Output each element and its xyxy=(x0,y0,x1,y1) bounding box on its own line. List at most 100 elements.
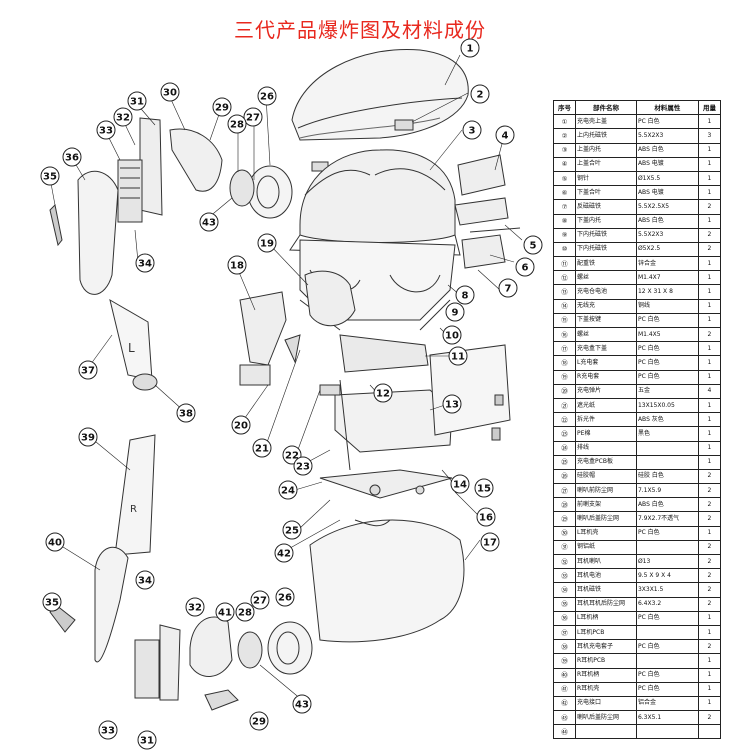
callout-25: 25 xyxy=(282,520,302,540)
bom-cell-qty: 1 xyxy=(697,440,722,456)
callout-circle xyxy=(42,592,62,612)
bom-cell-qty: 1 xyxy=(697,142,722,158)
bom-cell-material: ABS 电镀 xyxy=(635,156,699,172)
charge-sleeve-left-part xyxy=(239,291,287,366)
bom-cell-qty: 1 xyxy=(697,454,722,470)
callout-label: 34 xyxy=(138,259,152,270)
bom-cell-material: 锌合金 xyxy=(635,256,699,272)
charge-sleeve-right-part xyxy=(304,270,356,327)
callout-1: 1 xyxy=(460,38,480,58)
callout-circle xyxy=(498,278,518,298)
bom-cell-qty: 1 xyxy=(697,341,722,357)
bom-cell-index: ⑭ xyxy=(552,298,577,314)
callout-label: 8 xyxy=(462,291,469,302)
bom-cell-material: PC 白色 xyxy=(635,525,699,541)
bom-cell-qty: 1 xyxy=(697,681,722,697)
callout-circle xyxy=(450,474,470,494)
bom-cell-index: ㉛ xyxy=(552,539,577,556)
callout-label: 16 xyxy=(479,513,493,524)
battery-part xyxy=(334,389,453,453)
right-stem-mark: R xyxy=(130,504,137,515)
bom-cell-material xyxy=(635,724,699,740)
weight-part xyxy=(339,334,429,373)
bom-cell-material: 9.5 X 9 X 4 xyxy=(635,568,699,584)
callout-26: 26 xyxy=(257,86,277,106)
bom-cell-material xyxy=(635,653,699,669)
bom-cell-qty: 1 xyxy=(697,185,722,201)
callout-circle xyxy=(98,720,118,740)
bom-cell-index: ㊶ xyxy=(552,681,577,697)
callout-19: 19 xyxy=(257,233,277,253)
bom-cell-index: ㉘ xyxy=(552,497,577,513)
bom-cell-material: ABS 白色 xyxy=(635,497,699,513)
callout-label: 39 xyxy=(81,433,95,444)
bom-cell-material: M1.4X5 xyxy=(635,326,699,343)
callout-33: 33 xyxy=(96,120,116,140)
callout-label: 7 xyxy=(505,284,512,295)
top-lid-part xyxy=(291,48,469,141)
callout-label: 24 xyxy=(281,486,295,497)
bom-cell-part: 前喇支架 xyxy=(575,497,637,513)
callout-21: 21 xyxy=(252,438,272,458)
callout-label: 33 xyxy=(101,726,115,737)
bom-cell-index: ㉙ xyxy=(552,511,577,527)
bom-cell-part: L充电套 xyxy=(575,355,637,371)
callout-label: 22 xyxy=(285,451,299,462)
callout-24: 24 xyxy=(278,480,298,500)
bom-cell-qty: 1 xyxy=(697,298,722,314)
bom-cell-index: ⑬ xyxy=(552,284,577,300)
callout-18: 18 xyxy=(227,255,247,275)
callout-label: 28 xyxy=(238,608,252,619)
callout-11: 11 xyxy=(448,346,468,366)
bom-cell-part: L耳机柄 xyxy=(575,610,637,626)
callout-circle xyxy=(227,114,247,134)
bom-cell-part: 遮光纸 xyxy=(575,397,637,414)
bom-cell-material: 5.5X2.5X5 xyxy=(635,199,699,215)
bom-cell-qty: 4 xyxy=(697,383,722,399)
bom-cell-qty: 1 xyxy=(697,624,722,641)
callout-circle xyxy=(373,383,393,403)
bom-cell-index: ⑨ xyxy=(552,227,577,243)
callout-10: 10 xyxy=(442,325,462,345)
callout-label: 43 xyxy=(202,218,216,229)
right-pcb-part xyxy=(114,434,156,556)
callout-34: 34 xyxy=(135,570,155,590)
bom-cell-qty: 2 xyxy=(697,468,722,485)
pcb-part xyxy=(319,469,453,499)
bom-cell-qty: 3 xyxy=(697,128,722,144)
bom-cell-part: 拆光件 xyxy=(575,412,637,428)
callout-label: 35 xyxy=(43,172,57,183)
bom-cell-part: 钢针 xyxy=(575,170,637,187)
page-title: 三代产品爆炸图及材料成份 xyxy=(234,18,486,42)
bom-cell-qty: 1 xyxy=(697,412,722,428)
bom-cell-qty: 1 xyxy=(697,284,722,300)
callout-31: 31 xyxy=(137,730,157,750)
bom-cell-material: PC 白色 xyxy=(635,639,699,655)
callout-circle xyxy=(199,212,219,232)
bom-cell-material: 黑色 xyxy=(635,426,699,442)
callout-circle xyxy=(212,97,232,117)
bom-cell-qty xyxy=(697,724,722,740)
bom-cell-material: 5.5X2X3 xyxy=(635,227,699,243)
callout-15: 15 xyxy=(474,478,494,498)
bom-cell-qty: 2 xyxy=(697,483,722,499)
bom-cell-material: PC 白色 xyxy=(635,114,699,130)
callout-circle xyxy=(137,730,157,750)
bom-cell-material: 7.1X5.9 xyxy=(635,483,699,499)
bom-cell-index: ㊹ xyxy=(552,724,577,740)
callout-34: 34 xyxy=(135,253,155,273)
callout-circle xyxy=(185,597,205,617)
bom-cell-index: ⑤ xyxy=(552,170,577,187)
callout-6: 6 xyxy=(515,257,535,277)
